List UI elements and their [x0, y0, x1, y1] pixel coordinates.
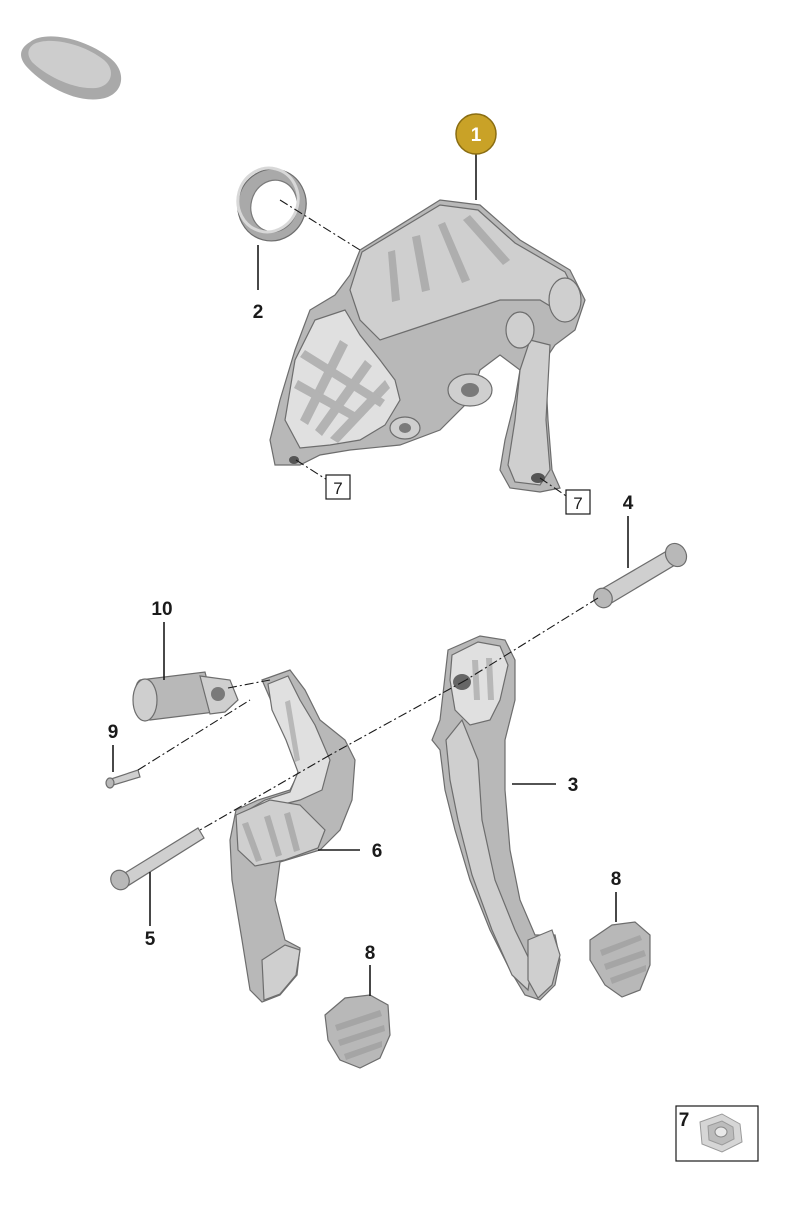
ring-seal-part[interactable]	[230, 161, 314, 248]
callout-1-badge[interactable]: 1	[455, 113, 497, 155]
pedal-bracket-part[interactable]	[269, 199, 586, 493]
callout-8b-label[interactable]: 8	[611, 869, 622, 890]
callout-7a-box[interactable]: 7	[325, 474, 351, 500]
pivot-pin-part[interactable]	[590, 540, 690, 612]
legend-part-7-label: 7	[679, 1110, 690, 1131]
callout-5-label[interactable]: 5	[145, 929, 156, 950]
callout-4-label[interactable]: 4	[623, 493, 634, 514]
long-pin-part[interactable]	[107, 827, 205, 893]
sensor-part[interactable]	[132, 671, 239, 722]
brake-pedal-part[interactable]	[431, 635, 561, 1001]
clutch-pedal-part[interactable]	[229, 669, 356, 1003]
pedal-pad-part-right[interactable]	[589, 921, 651, 998]
assembly-lines	[137, 199, 599, 831]
callout-9-label[interactable]: 9	[108, 722, 119, 743]
callout-7a-label: 7	[333, 479, 342, 498]
hex-nut-icon	[699, 1113, 743, 1153]
pedal-pad-part-left[interactable]	[324, 994, 391, 1069]
leader-lines	[112, 152, 629, 996]
callout-3-label[interactable]: 3	[568, 775, 579, 796]
callout-8a-label[interactable]: 8	[365, 943, 376, 964]
screw-small-part[interactable]	[105, 769, 141, 789]
callout-7b-box[interactable]: 7	[565, 489, 591, 515]
callout-2-label[interactable]: 2	[253, 302, 264, 323]
callout-10-label[interactable]: 10	[151, 599, 172, 620]
callout-6-label[interactable]: 6	[372, 841, 383, 862]
callout-7b-label: 7	[573, 494, 582, 513]
legend-part-7-box[interactable]: 7	[675, 1105, 759, 1162]
part-thumbnail-icon[interactable]	[21, 36, 122, 100]
callout-1-label: 1	[471, 125, 482, 146]
